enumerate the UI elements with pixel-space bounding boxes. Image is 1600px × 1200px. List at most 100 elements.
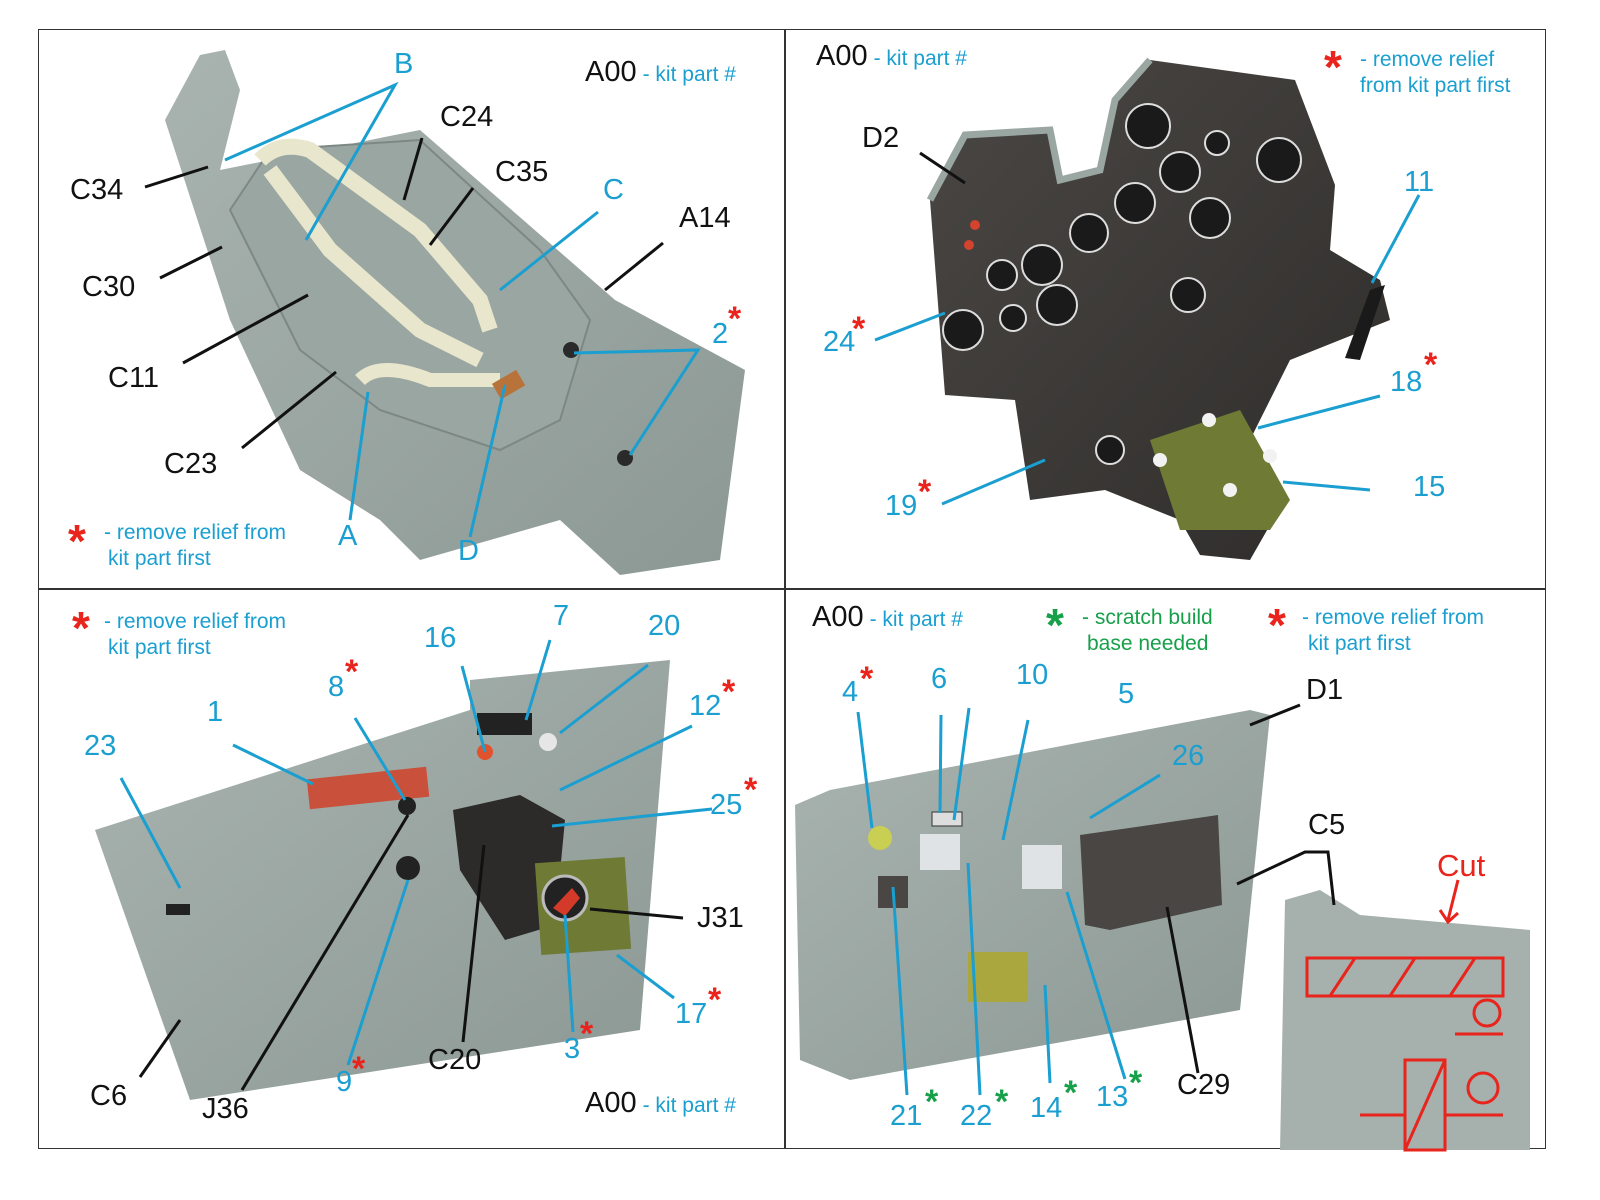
switch-subpanel [1150,410,1290,530]
label-A14: A14 [679,202,731,234]
instrument-panel-illustration [926,57,1390,560]
knob [1263,449,1277,463]
instrument-panel-black-leaders [919,151,966,185]
box-22 [920,834,960,870]
legend-kit-part: A00- kit part # [585,56,736,88]
label-3: 3 [564,1033,581,1065]
label-22: 22 [960,1100,993,1132]
legend-red-star: * [72,602,90,654]
legend-remove-relief-line2: from kit part first [1360,74,1511,97]
legend-remove-relief-line2: kit part first [108,636,211,659]
legend-remove-relief-line2: kit part first [108,547,211,570]
label-D: D [458,535,479,567]
legend-remove-relief-line1: - remove relief from [1302,606,1485,629]
instrument-panel-blue-leaders [874,194,1421,506]
red-star-12: * [722,673,736,711]
gauge [1021,244,1063,286]
box-14 [968,952,1028,1002]
legend-red-star: * [1324,41,1342,93]
label-20: 20 [648,610,681,642]
legend-remove-relief: - remove relief from kit part first [1360,47,1511,99]
switch-9 [396,856,420,880]
knob [1223,483,1237,497]
cut-label: Cut [1437,848,1486,883]
seat-lap-strap [355,363,500,387]
label-C35: C35 [495,156,549,188]
label-4: 4 [842,676,859,708]
left-sidewall-illustration [95,660,670,1100]
legend-red-star: * [68,515,86,567]
green-star-21: * [925,1083,939,1121]
legend-remove-relief-line1: - remove relief from [104,610,287,633]
gauge [1036,284,1078,326]
throttle-knob-white [539,733,557,751]
legend-kit-code: A00 [585,56,637,88]
label-C30: C30 [82,271,136,303]
label-C34: C34 [70,174,124,206]
throttle-quadrant [453,795,565,940]
right-sidewall-black-leaders [1165,703,1336,1074]
label-13: 13 [1096,1081,1129,1113]
legend-kit-part: A00- kit part # [812,603,963,633]
label-C5: C5 [1308,809,1346,841]
legend-remove-relief: - remove relief from kit part first [104,609,286,661]
label-5: 5 [1118,678,1135,710]
label-B: B [394,48,414,80]
label-12: 12 [689,690,722,722]
gauge [1069,213,1109,253]
legend-remove-relief-line1: - remove relief [1360,48,1495,71]
box-13 [1022,845,1062,889]
gauge [1204,130,1230,156]
red-star-25: * [744,771,758,809]
red-star-17: * [708,981,722,1019]
cut-arrow [1438,879,1460,925]
label-25: 25 [710,789,743,821]
label-24: 24 [823,326,856,358]
legend-kit-part: A00- kit part # [816,42,967,72]
label-16: 16 [424,622,457,654]
knob [1153,453,1167,467]
gauge [999,304,1027,332]
legend-green-star: * [1046,599,1064,651]
label-17: 17 [675,998,708,1030]
label-A: A [338,520,358,552]
label-C6: C6 [90,1080,128,1112]
red-star-19: * [918,473,932,511]
seat-buckle [492,369,526,400]
gauge [942,309,984,351]
knob [1202,413,1216,427]
green-star-13: * [1129,1064,1143,1102]
map-case-26 [1080,815,1222,930]
gauge [1256,137,1302,183]
red-star-3: * [580,1015,594,1053]
label-14: 14 [1030,1092,1063,1124]
legend-kit-text: - kit part # [869,608,963,631]
label-8: 8 [328,671,345,703]
seat-harness-strap [263,165,484,368]
left-sidewall-blue-leaders [119,639,713,1066]
placard-black [477,713,532,735]
label-19: 19 [885,490,918,522]
label-15: 15 [1413,471,1446,503]
legend-scratch-build-line2: base needed [1087,632,1209,655]
small-placard-23 [166,904,190,915]
label-C11: C11 [108,362,160,394]
label-J36: J36 [202,1093,249,1125]
label-7: 7 [553,600,570,632]
legend-kit-code: A00 [585,1087,637,1119]
green-star-14: * [1064,1074,1078,1112]
panel-handle [1345,285,1385,360]
gauge [986,259,1018,291]
green-star-22: * [995,1083,1009,1121]
red-star-2: * [728,300,742,338]
right-sidewall-blue-leaders [856,707,1161,1096]
legend-kit-part: A00- kit part # [585,1087,736,1119]
seat-harness-strap [254,138,498,333]
instrument-panel-edge [926,57,1153,202]
label-2: 2 [712,318,729,350]
legend-remove-relief-line1: - remove relief from [104,521,287,544]
label-6: 6 [931,663,948,695]
